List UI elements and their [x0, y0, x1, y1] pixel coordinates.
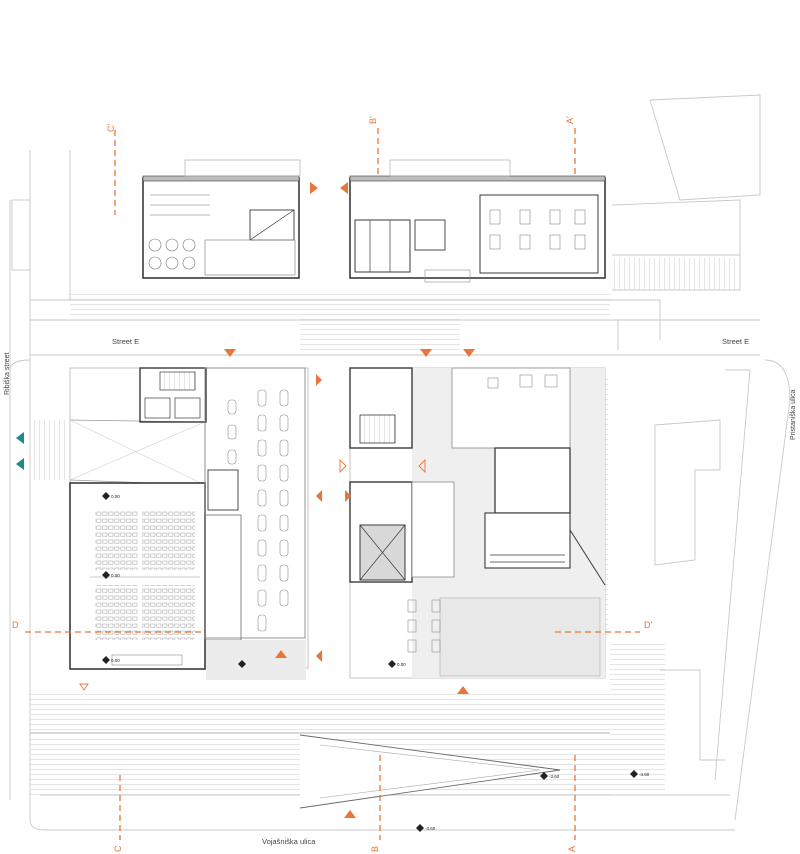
section-labels: C' C B' B A' A D D'	[12, 116, 652, 852]
section-a-top: A'	[565, 116, 575, 124]
west-building	[69, 367, 309, 680]
street-e-label-left: Street E	[112, 337, 139, 346]
level-label-3: 0.00	[111, 658, 120, 663]
street-e-label-right: Street E	[722, 337, 749, 346]
level-markers	[102, 492, 638, 832]
level-label-7: -3.60	[425, 826, 436, 831]
restaurant-tables	[227, 389, 289, 632]
level-label-4: 0.00	[397, 662, 406, 667]
section-a-bottom: A	[567, 846, 577, 852]
pristaniska-street-label: Pristaniška ulica	[790, 389, 797, 440]
level-label-1: 0.00	[111, 494, 120, 499]
street-e-paving	[300, 316, 460, 352]
section-b-top: B'	[368, 116, 378, 124]
section-b-bottom: B	[370, 846, 380, 852]
section-d-right: D'	[644, 620, 652, 630]
ribiska-street-label: Ribiška street	[4, 353, 11, 395]
section-c-top: C'	[106, 124, 116, 132]
section-c-bottom: C	[113, 845, 123, 852]
east-building	[349, 367, 606, 679]
right-steps	[612, 258, 738, 290]
level-label-6: -3.60	[639, 772, 650, 777]
level-label-2: 0.00	[111, 573, 120, 578]
east-tables	[407, 374, 558, 653]
left-ramp	[30, 420, 68, 480]
section-lines	[25, 128, 640, 840]
level-labels: 0.00 0.00 0.00 0.00 -3.60 -3.60 -3.60	[111, 494, 650, 831]
forecourt-steps	[30, 640, 665, 809]
teal-entrance-markers	[16, 432, 24, 470]
entrance-markers	[79, 182, 475, 818]
level-label-5: -3.60	[549, 774, 560, 779]
vojasniska-street-label: Vojašniška ulica	[262, 837, 316, 846]
north-building-west	[142, 159, 301, 279]
north-building-east	[349, 159, 606, 283]
top-paving	[70, 292, 610, 316]
section-d-left: D	[12, 620, 19, 630]
